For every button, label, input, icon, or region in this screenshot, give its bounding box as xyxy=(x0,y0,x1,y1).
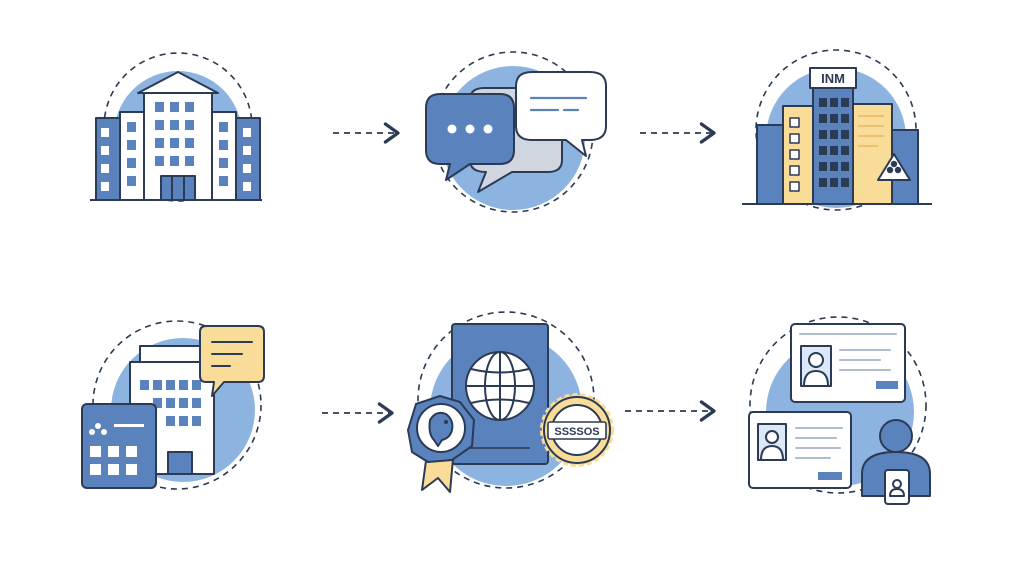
person-icon xyxy=(861,419,931,505)
inm-building-icon: INM xyxy=(742,49,932,211)
id-cards-with-person-icon xyxy=(748,316,931,505)
chat-bubbles-icon xyxy=(425,51,607,213)
office-building-icon xyxy=(90,52,262,202)
inm-sign-label: INM xyxy=(821,71,845,86)
rosette-seal-icon xyxy=(407,395,475,493)
office-with-message-icon xyxy=(81,320,265,490)
seal-text: SSSSOS xyxy=(554,426,599,438)
passport-with-seals-icon: SSSSOS xyxy=(407,311,614,493)
gear-seal-icon: SSSSOS xyxy=(540,393,614,467)
globe-icon xyxy=(465,351,535,421)
